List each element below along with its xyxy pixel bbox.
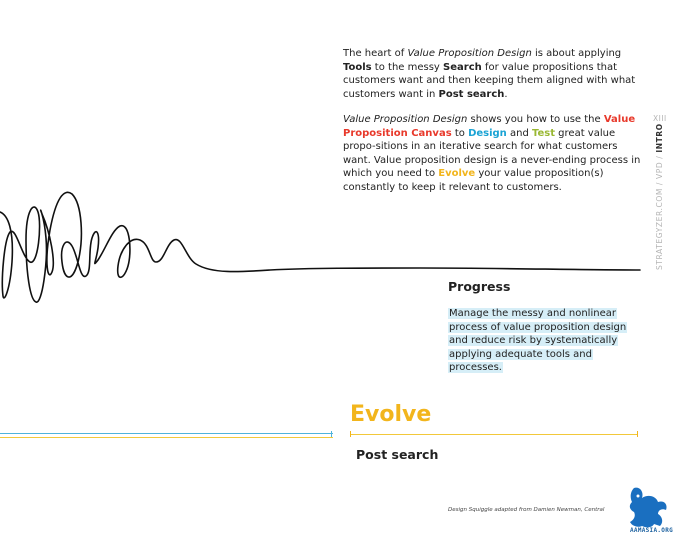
progress-description-text: Manage the messy and nonlinear process o… [448,308,628,373]
progress-description: Manage the messy and nonlinear process o… [448,307,643,375]
text-run: is about applying [531,48,622,59]
text-run: for value propositions that customers wa… [343,61,636,100]
test-keyword: Test [531,127,555,139]
post-search-keyword: Post search [438,88,505,100]
intro-paragraph-1: The heart of Value Proposition Design is… [343,47,643,101]
vpd-title-italic: Value Proposition Design [407,48,532,59]
design-keyword: Design [468,127,507,139]
text-run: . [504,88,508,100]
squiggle-credit: Design Squiggle adapted from Damien Newm… [448,507,605,513]
intro-paragraph-2: Value Proposition Design shows you how t… [343,113,643,194]
evolve-line [350,434,638,435]
page-number: XIII [653,114,667,123]
evolve-title: Evolve [350,402,432,427]
timeline-yellow-line [0,437,333,438]
canvas-keyword: Value Proposition Canvas [343,114,636,139]
text-run: great value propo-sitions in an iterativ… [343,127,641,180]
evolve-line-start-tick [350,431,351,437]
dragon-eye [636,494,640,498]
text-run: shows you how to use the [467,114,604,125]
evolve-keyword: Evolve [438,168,476,179]
squiggle-path [0,191,641,303]
dragon-logo-icon [629,487,667,528]
evolve-line-end-tick [637,431,638,437]
tools-keyword: Tools [343,61,372,73]
text-run: and [506,127,532,139]
text-run: to the messy [371,61,444,73]
logo-text: AAMASIA.ORG [630,527,674,534]
dragon-logo-shape [629,487,667,528]
text-run: to [451,127,469,139]
vpd-title-italic: Value Proposition Design [343,114,468,125]
progress-title: Progress [448,279,511,294]
timeline-end-tick [331,431,332,437]
text-run: The heart of [343,48,408,59]
post-search-title: Post search [356,447,439,462]
timeline-blue-line [0,433,333,434]
search-keyword: Search [443,61,482,73]
text-run: your value proposition(s) constantly to … [343,168,604,193]
